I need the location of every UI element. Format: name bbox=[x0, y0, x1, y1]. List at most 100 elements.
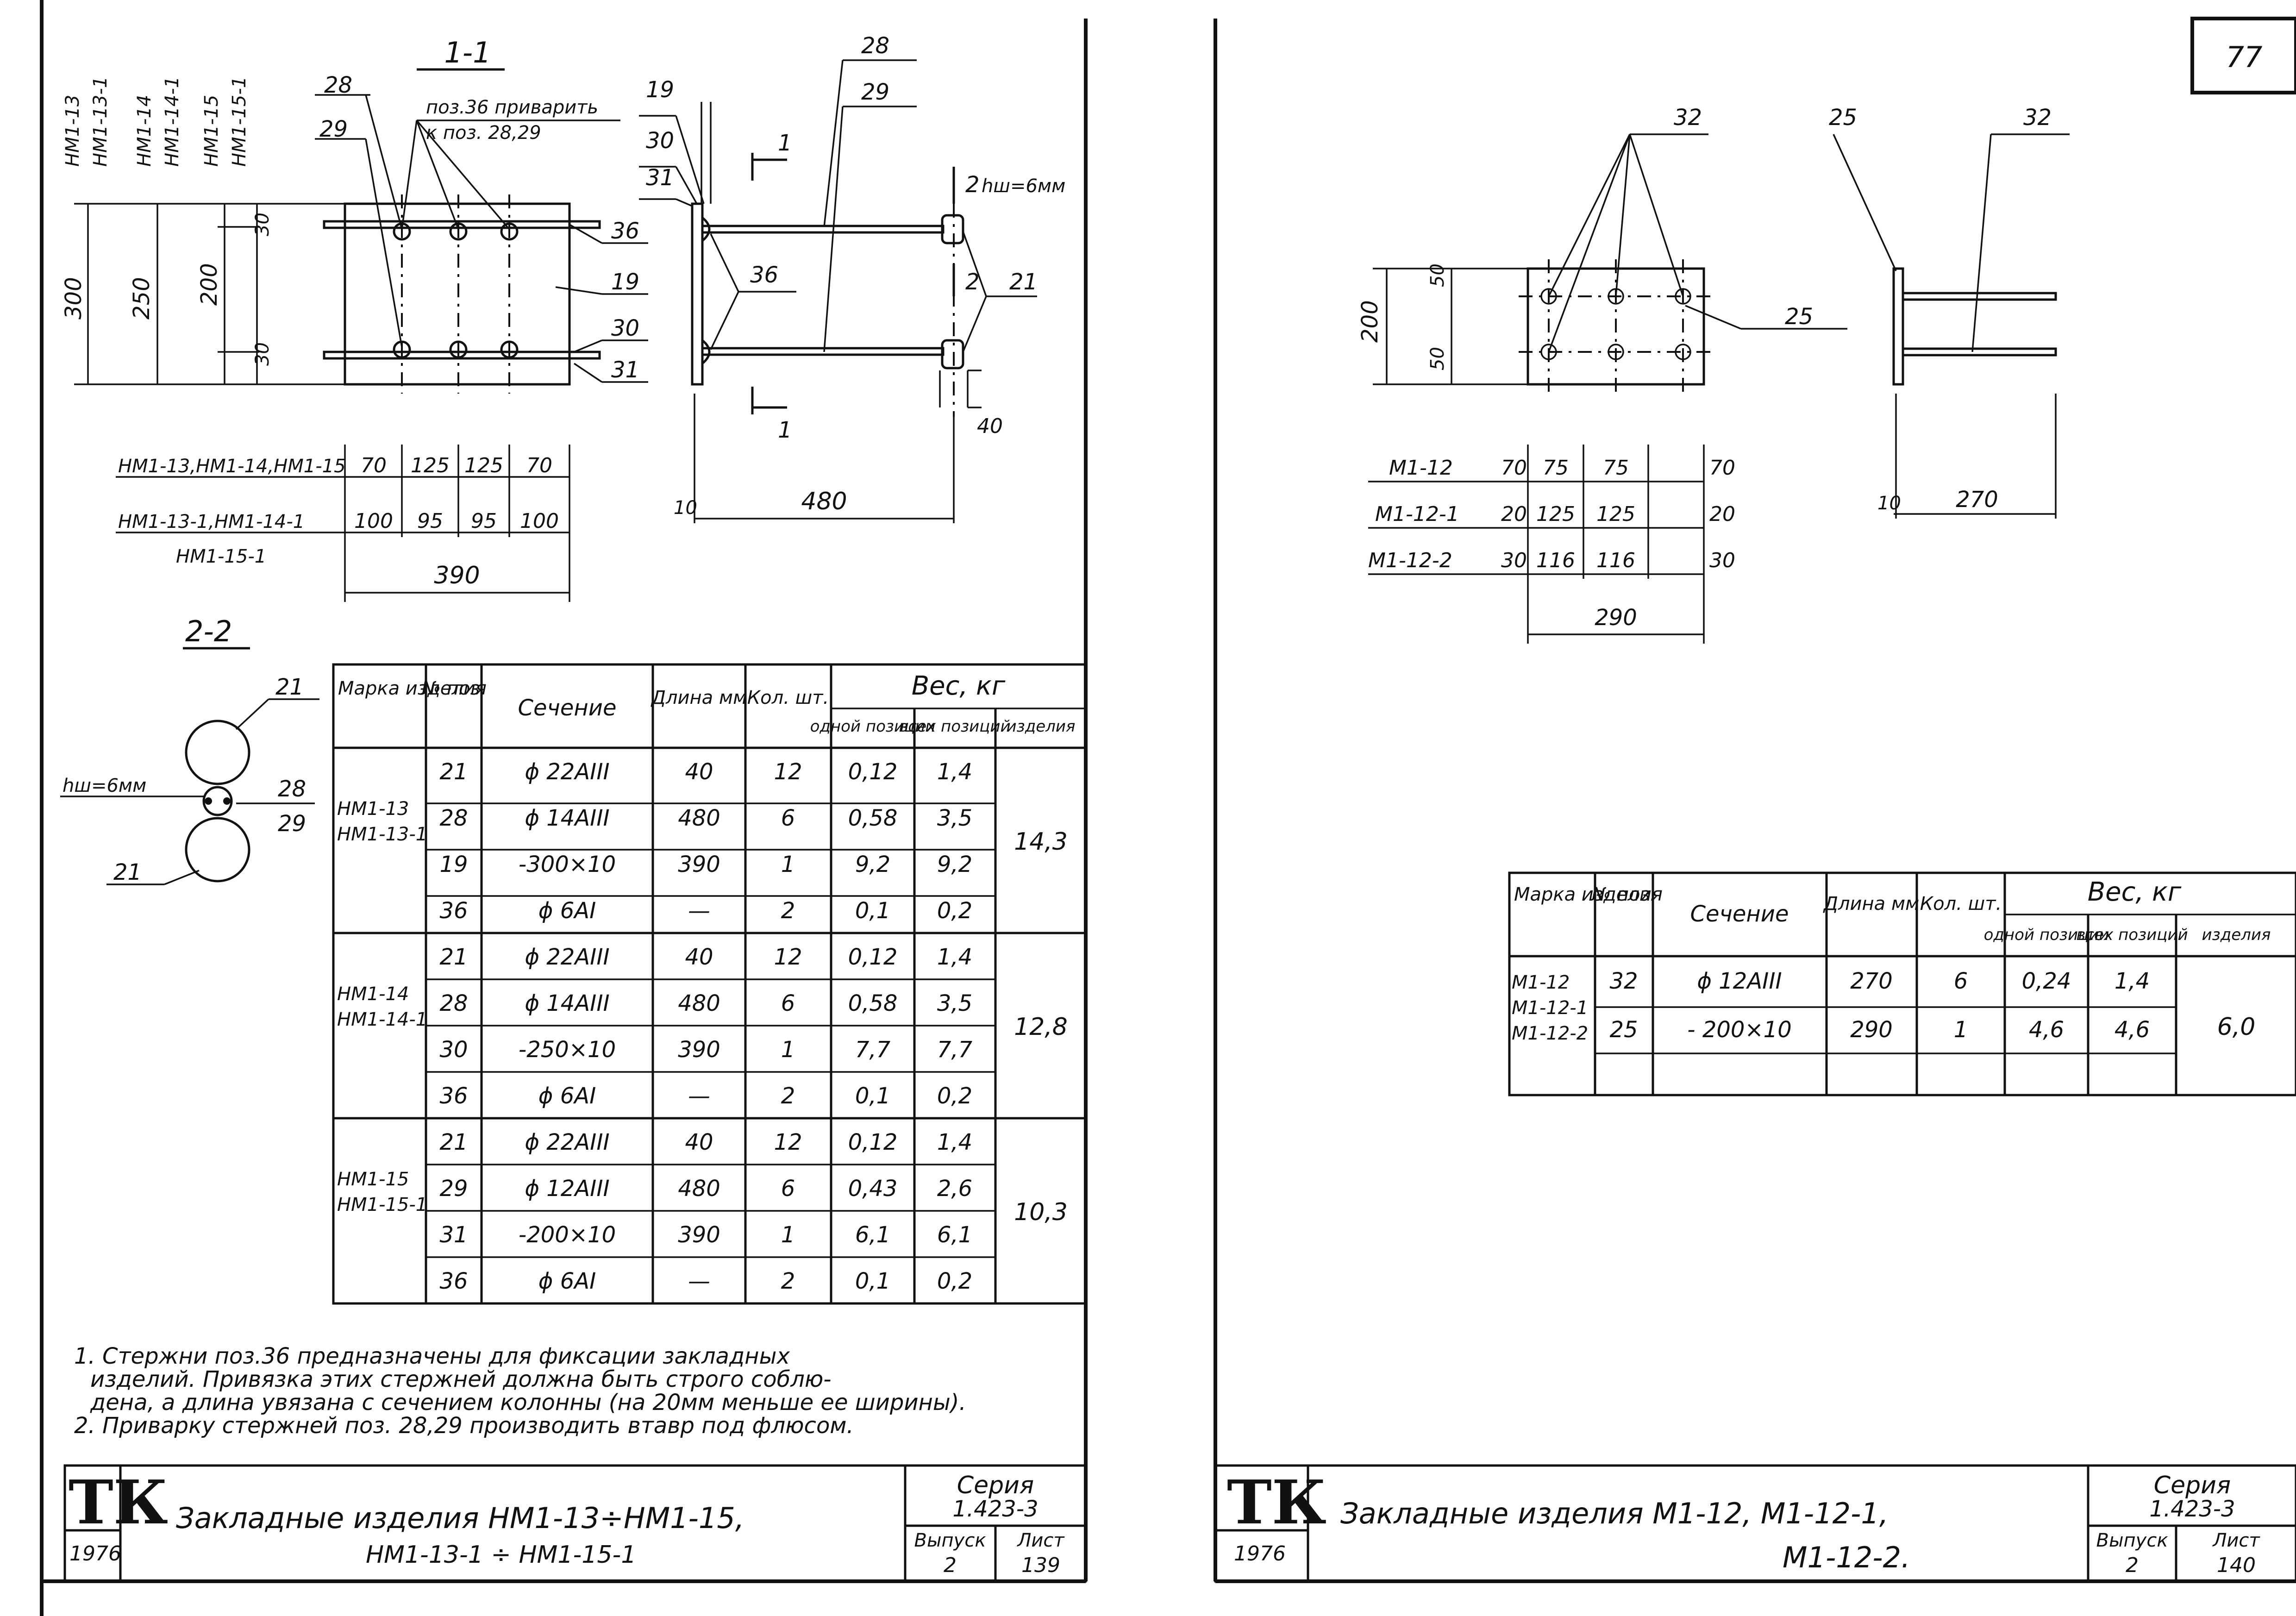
table-cell: 29 bbox=[439, 1176, 468, 1202]
weld-mark-2-top: 2 bbox=[965, 172, 980, 198]
table-cell: — bbox=[688, 1083, 710, 1109]
issue-number: 2 bbox=[944, 1553, 957, 1577]
table-total-weight: 6,0 bbox=[2217, 1013, 2256, 1041]
table-cell: 0,2 bbox=[937, 1083, 972, 1109]
th-weight-all: всех позиций bbox=[2076, 926, 2188, 944]
table-cell: ϕ 14АIII bbox=[525, 990, 609, 1016]
dim-390: 390 bbox=[434, 562, 480, 589]
stamp-year: 1976 bbox=[69, 1542, 121, 1566]
table-cell: 2 bbox=[781, 1268, 795, 1294]
callout-29: 29 bbox=[319, 116, 348, 142]
dim-value: 75 bbox=[1543, 456, 1569, 480]
table-cell: 12 bbox=[774, 1129, 802, 1155]
dim-200: 200 bbox=[196, 263, 222, 306]
stamp-title-line-2: НМ1-13-1 ÷ НМ1-15-1 bbox=[366, 1541, 636, 1569]
dim-row-label: М1-12-1 bbox=[1375, 502, 1459, 526]
th-pos: № поз. bbox=[421, 678, 486, 699]
table-cell: 21 bbox=[439, 759, 468, 785]
table-cell: 31 bbox=[439, 1222, 468, 1248]
dim-value: 70 bbox=[1709, 456, 1735, 480]
stamp-title-line-2: М1-12-2. bbox=[1783, 1541, 1910, 1574]
table-cell: 28 bbox=[439, 990, 468, 1016]
table-cell: 6 bbox=[781, 805, 795, 831]
right-dimension-rows: М1-12 70 75 75 70 М1-12-1 20 125 125 20 … bbox=[1368, 445, 1735, 644]
table-cell: 30 bbox=[439, 1037, 468, 1063]
dim-value: 116 bbox=[1596, 549, 1635, 572]
table-cell: 0,1 bbox=[855, 1268, 890, 1294]
sec22-callout-28: 28 bbox=[278, 776, 306, 802]
th-section: Сечение bbox=[1690, 901, 1789, 927]
dim-row-label: М1-12 bbox=[1389, 456, 1453, 480]
th-weight: Вес, кг bbox=[912, 671, 1006, 701]
dim-row-label: НМ1-15-1 bbox=[176, 546, 266, 567]
table-mark: М1-12-2 bbox=[1512, 1023, 1588, 1044]
table-cell: - 200×10 bbox=[1687, 1017, 1792, 1043]
dim-270: 270 bbox=[1956, 487, 1998, 513]
table-cell: 0,12 bbox=[848, 759, 898, 785]
table-cell: 9,2 bbox=[855, 852, 890, 877]
dim-50-top: 50 bbox=[1427, 263, 1448, 287]
th-weight-one: одной позиции bbox=[810, 717, 936, 736]
issue-number: 2 bbox=[2126, 1553, 2139, 1577]
table-cell: 19 bbox=[439, 852, 468, 877]
callout-19-side: 19 bbox=[646, 77, 674, 103]
grade-label: НМ1-13 bbox=[62, 95, 83, 167]
th-weight-item: изделия bbox=[1007, 717, 1076, 736]
sec22-callout-21-bottom: 21 bbox=[113, 859, 142, 885]
table-total-weight: 14,3 bbox=[1014, 828, 1068, 856]
callout-30: 30 bbox=[611, 315, 639, 341]
table-cell: 36 bbox=[439, 1268, 468, 1294]
callout-30-side: 30 bbox=[646, 128, 674, 154]
sec22-callout-21-top: 21 bbox=[275, 674, 304, 700]
table-cell: 480 bbox=[678, 1176, 720, 1202]
table-cell: 0,2 bbox=[937, 898, 972, 924]
table-cell: 9,2 bbox=[937, 852, 972, 877]
table-cell: 21 bbox=[439, 1129, 468, 1155]
sec22-callout-29: 29 bbox=[278, 811, 306, 837]
table-cell: 6 bbox=[1954, 968, 1968, 994]
table-cell: 1,4 bbox=[937, 944, 972, 970]
table-cell: 0,12 bbox=[848, 944, 898, 970]
table-cell: 0,58 bbox=[848, 805, 898, 831]
table-cell: 25 bbox=[1609, 1017, 1638, 1043]
table-mark: М1-12-1 bbox=[1512, 997, 1588, 1019]
section-2-2-title: 2-2 bbox=[185, 614, 232, 648]
callout-36: 36 bbox=[611, 218, 639, 244]
page-number: 77 bbox=[2226, 40, 2263, 74]
table-cell: 390 bbox=[678, 852, 720, 877]
section-mark-1-top: 1 bbox=[778, 130, 792, 156]
table-cell: 32 bbox=[1609, 968, 1638, 994]
table-cell: 390 bbox=[678, 1222, 720, 1248]
th-weight-all: всех позиций bbox=[899, 717, 1010, 736]
dim-250: 250 bbox=[129, 277, 155, 319]
dim-value: 95 bbox=[417, 509, 443, 533]
table-cell: — bbox=[688, 898, 710, 924]
table-cell: ϕ 6АI bbox=[538, 1268, 596, 1294]
weld-note-line-1: поз.36 приварить bbox=[426, 97, 598, 118]
table-cell: 12 bbox=[774, 944, 802, 970]
left-spec-table: Марка изделия № поз. Сечение Длина мм Ко… bbox=[332, 663, 1087, 1305]
dim-value: 30 bbox=[1501, 549, 1527, 572]
note-line: изделий. Привязка этих стержней должна б… bbox=[90, 1366, 832, 1392]
dim-480: 480 bbox=[801, 488, 847, 515]
callout-25: 25 bbox=[1785, 304, 1813, 330]
table-cell: 2,6 bbox=[937, 1176, 972, 1202]
right-title-block: ТК 1976 Закладные изделия М1-12, М1-12-1… bbox=[1214, 1464, 2296, 1583]
dim-value: 125 bbox=[1536, 502, 1575, 526]
right-plan-view: 32 25 200 50 50 bbox=[1357, 105, 1847, 394]
dim-290: 290 bbox=[1595, 605, 1637, 631]
table-mark: НМ1-14-1 bbox=[337, 1009, 427, 1030]
table-cell: ϕ 6АI bbox=[538, 1083, 596, 1109]
table-cell: -300×10 bbox=[519, 852, 616, 877]
table-cell: 12 bbox=[774, 759, 802, 785]
table-cell: ϕ 6АI bbox=[538, 898, 596, 924]
table-cell: 36 bbox=[439, 1083, 468, 1109]
table-cell: 0,1 bbox=[855, 898, 890, 924]
dim-value: 20 bbox=[1709, 502, 1735, 526]
grade-label: НМ1-14 bbox=[134, 95, 155, 167]
stamp-title-line-1: Закладные изделия М1-12, М1-12-1, bbox=[1340, 1497, 1889, 1530]
th-pos: № поз. bbox=[1591, 884, 1656, 905]
table-cell: 1 bbox=[1954, 1017, 1968, 1043]
table-cell: 7,7 bbox=[937, 1037, 973, 1063]
callout-25-side-right: 25 bbox=[1829, 105, 1857, 131]
